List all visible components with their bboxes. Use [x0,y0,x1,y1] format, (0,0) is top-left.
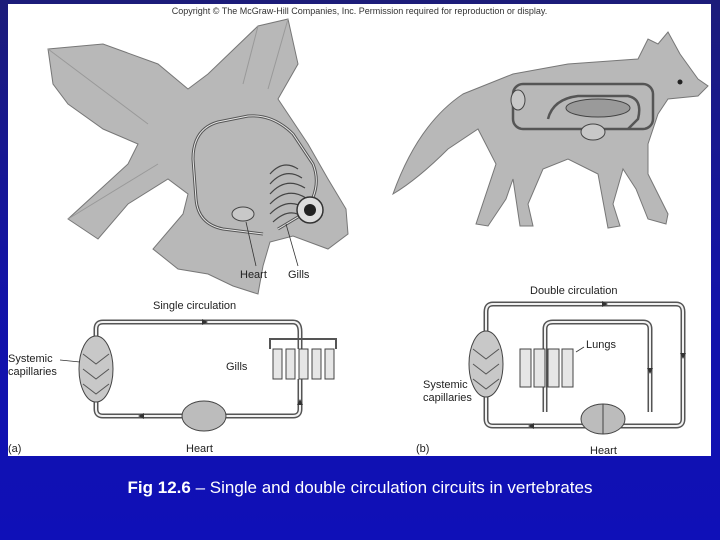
panel-label-a: (a) [8,443,21,455]
systemic-label-a: Systemic [8,353,53,365]
fish-silhouette [47,18,349,295]
capillaries-label-b: capillaries [423,392,472,404]
double-circulation-title: Double circulation [530,285,617,297]
fish-heart [231,206,255,222]
systemic-label-b: Systemic [423,379,468,391]
circulation-illustration: Heart Gills Single circulation [8,18,709,456]
fox-lungs [565,98,631,118]
fish-illustration: Heart Gills [47,18,349,295]
fox-heart [580,123,606,141]
single-circulation-diagram: Single circulation Systemic cap [8,300,337,455]
heart-label-fish: Heart [240,269,267,281]
figure-panel: Copyright © The McGraw-Hill Companies, I… [8,4,711,456]
fox-illustration [392,31,709,229]
lungs-box-b [519,348,574,388]
heart-label-b: Heart [590,445,617,456]
copyright-notice: Copyright © The McGraw-Hill Companies, I… [171,6,548,16]
panel-label-b: (b) [416,443,429,455]
heart-label-a: Heart [186,443,213,455]
pulmonary-circuit-loop [542,319,653,412]
lungs-label-b: Lungs [586,339,616,351]
gills-box-a [272,348,335,380]
double-circulation-diagram: Double circulation [416,285,686,456]
systemic-capillaries-b [468,330,504,398]
gills-label-fish: Gills [288,269,310,281]
figure-caption: Fig 12.6 – Single and double circulation… [0,478,720,498]
caption-text: – Single and double circulation circuits… [190,478,593,497]
gills-label-a: Gills [226,361,248,373]
systemic-capillaries-a [78,335,114,403]
figure-number: Fig 12.6 [127,478,191,497]
single-circulation-title: Single circulation [153,300,236,312]
capillaries-label-a: capillaries [8,366,57,378]
heart-a [181,400,227,432]
